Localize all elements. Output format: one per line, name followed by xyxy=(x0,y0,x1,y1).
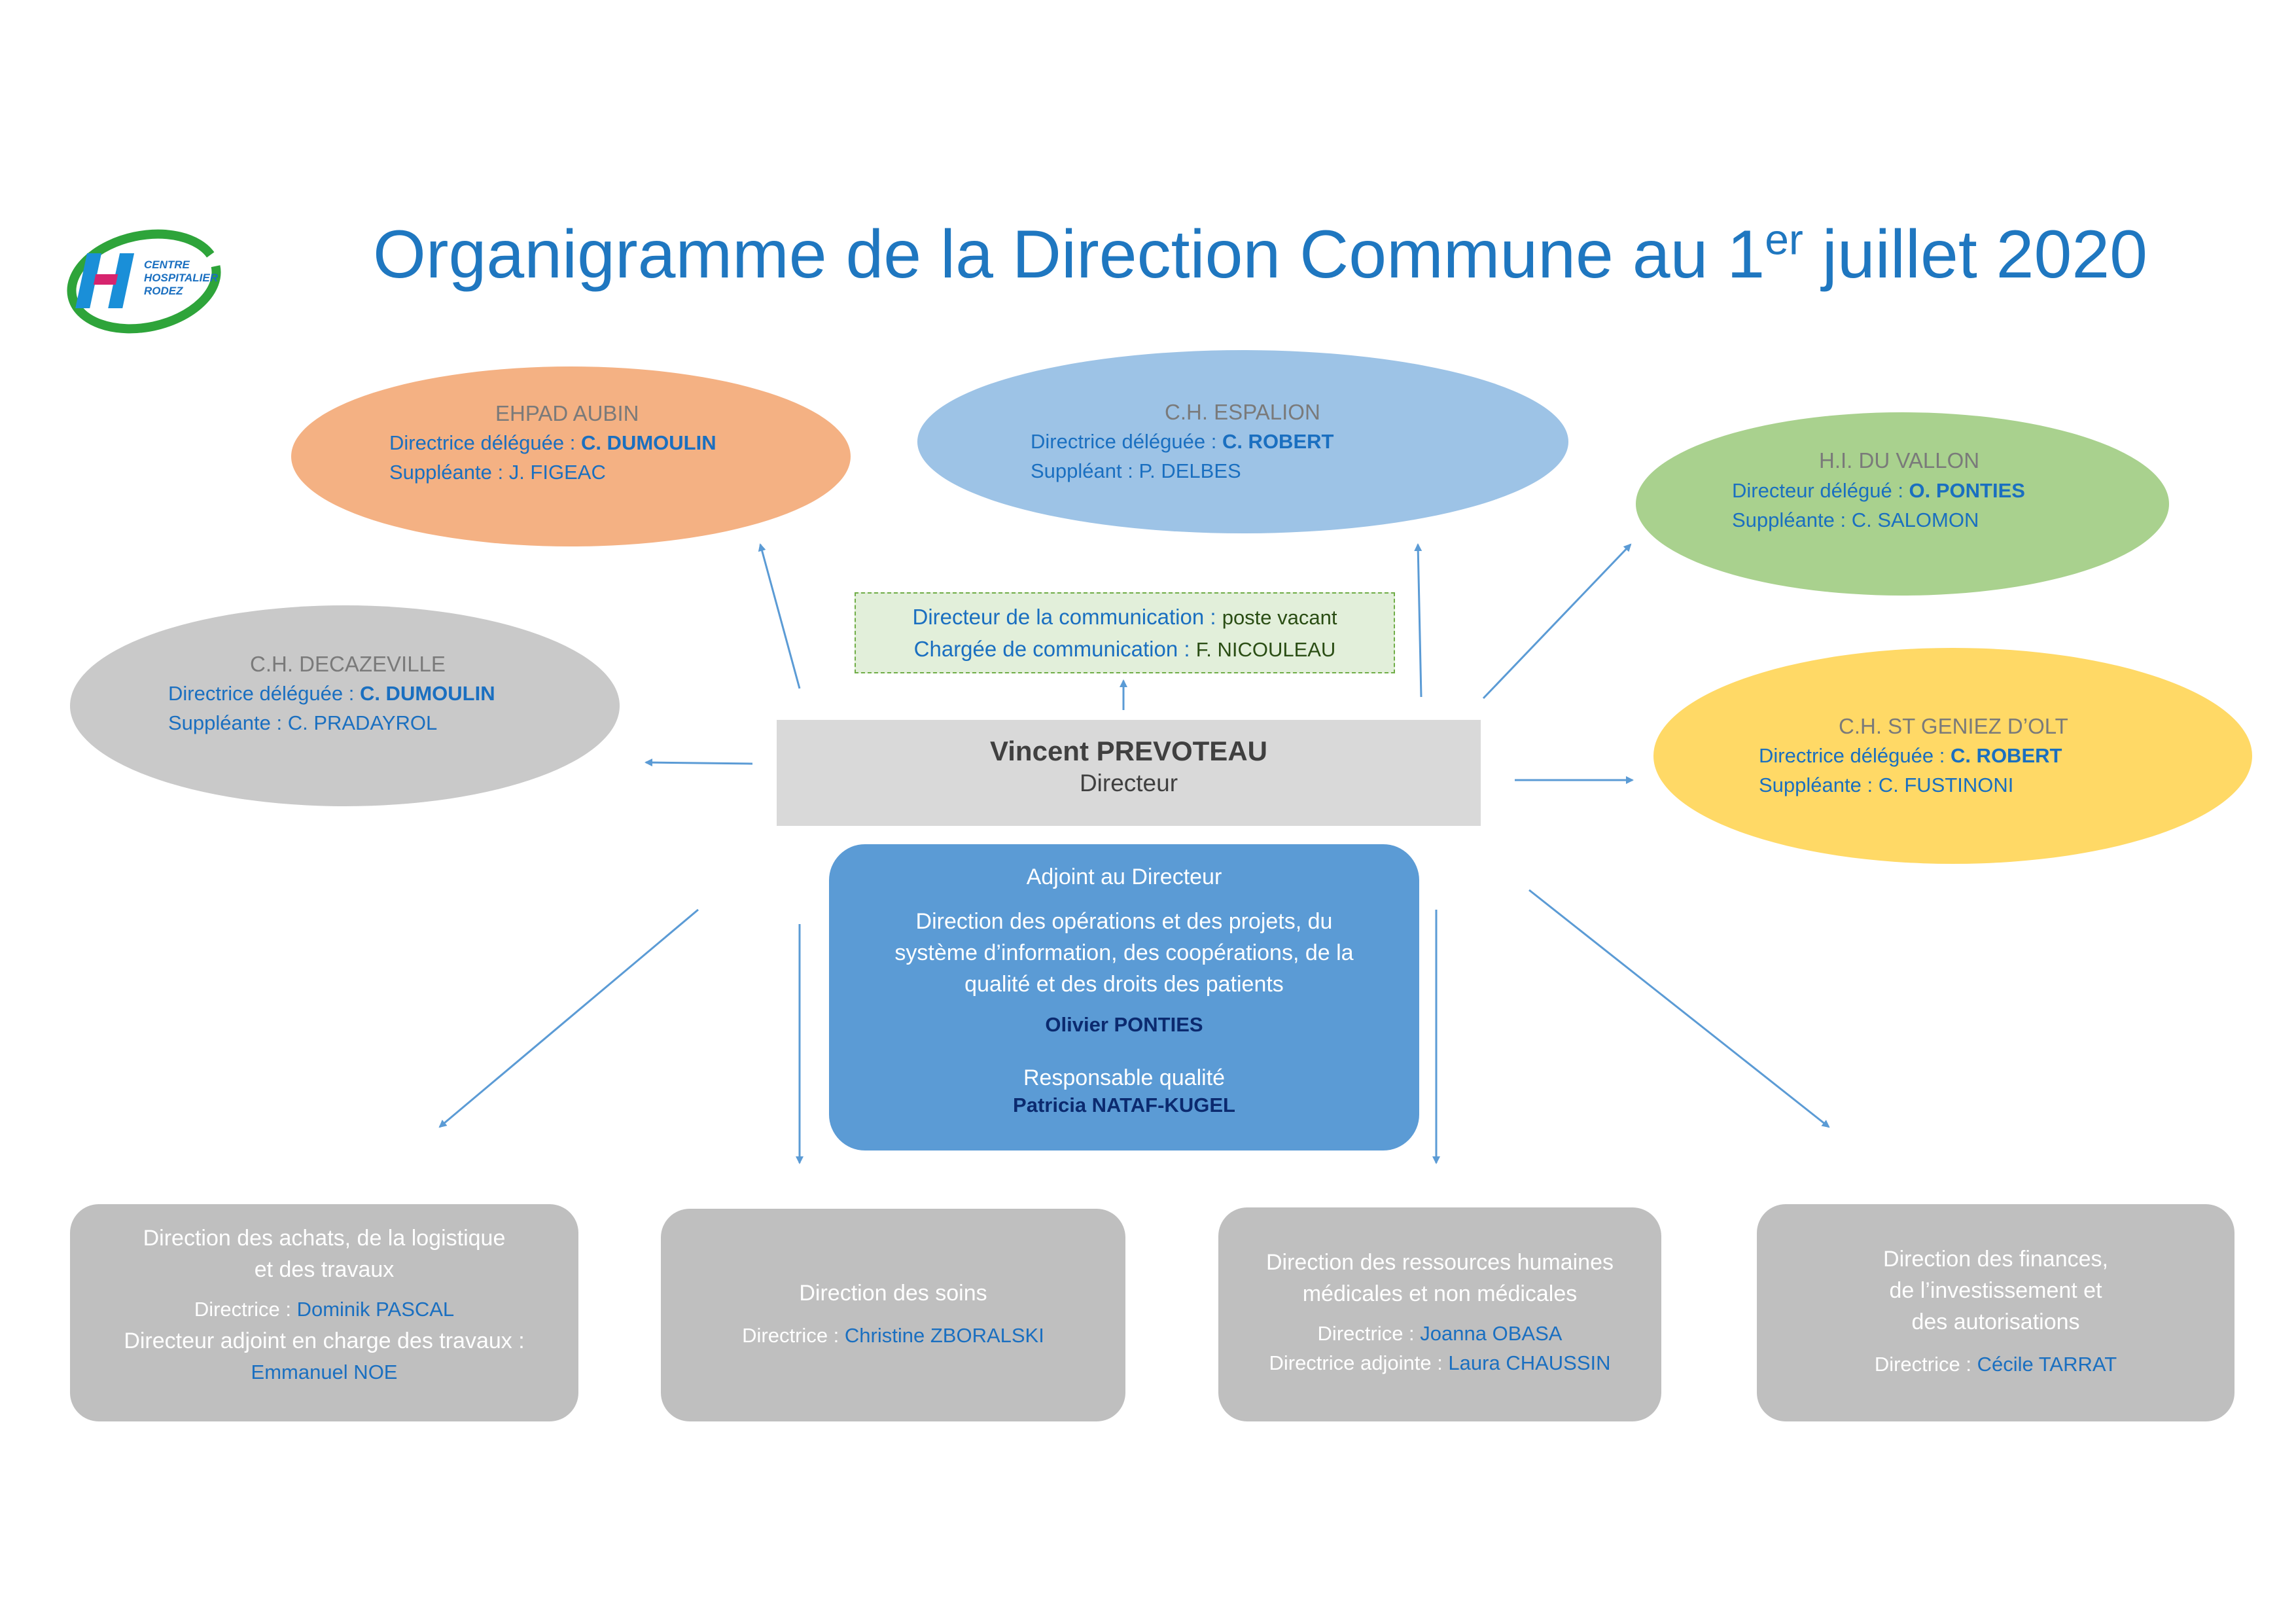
rh-title-line2: médicales et non médicales xyxy=(1302,1281,1578,1306)
ellipse-ch-decazeville xyxy=(70,605,620,806)
hi-du-vallon-deputy: Suppléante : C. SALOMON xyxy=(1732,508,1979,531)
hi-du-vallon-role1: Directeur délégué : xyxy=(1732,479,1909,502)
rh-deputy-label: Directrice adjointe : xyxy=(1269,1351,1449,1374)
rh-title-line1: Direction des ressources humaines xyxy=(1265,1250,1614,1275)
arrow-to-achats xyxy=(438,908,699,1128)
adjoint-name: Olivier PONTIES xyxy=(1045,1013,1203,1036)
arrow-to-decazeville xyxy=(645,758,753,767)
achats-title-line1: Direction des achats, de la logistique xyxy=(143,1226,506,1251)
soins-director: Directrice : Christine ZBORALSKI xyxy=(661,1319,1125,1351)
arrow-to-vallon xyxy=(1482,543,1632,700)
ch-decazeville-director: Directrice déléguée : C. DUMOULIN xyxy=(168,679,495,708)
communication-box: Directeur de la communication : poste va… xyxy=(855,592,1395,673)
logo-line3: RODEZ xyxy=(144,285,183,297)
direction-finances-box: Direction des finances, de l’investissem… xyxy=(1757,1204,2234,1421)
rh-deputy: Directrice adjointe : Laura CHAUSSIN xyxy=(1218,1348,1661,1378)
ellipse-hi-du-vallon xyxy=(1636,412,2169,596)
achats-director: Directrice : Dominik PASCAL xyxy=(70,1293,578,1325)
rh-director-value: Joanna OBASA xyxy=(1420,1322,1563,1345)
director-role: Directeur xyxy=(1079,770,1178,796)
communication-officer-value: F. NICOULEAU xyxy=(1195,638,1336,661)
ch-espalion-name: C.H. ESPALION xyxy=(1165,400,1320,424)
logo-line1: CENTRE xyxy=(144,259,190,271)
finances-director-value: Cécile TARRAT xyxy=(1977,1353,2117,1376)
ellipse-ch-st-geniez xyxy=(1653,648,2252,864)
finances-director-label: Directrice : xyxy=(1874,1353,1977,1376)
rh-director: Directrice : Joanna OBASA xyxy=(1218,1319,1661,1348)
finances-director: Directrice : Cécile TARRAT xyxy=(1757,1348,2234,1380)
communication-director-value: poste vacant xyxy=(1222,606,1337,629)
ch-espalion-director: Directrice déléguée : C. ROBERT xyxy=(1031,427,1333,456)
director-box: Vincent PREVOTEAU Directeur xyxy=(777,720,1481,826)
hi-du-vallon-director: Directeur délégué : O. PONTIES xyxy=(1732,476,2025,505)
rh-director-label: Directrice : xyxy=(1317,1322,1421,1345)
ch-espalion-deputy: Suppléant : P. DELBES xyxy=(1031,459,1241,482)
adjoint-desc-line3: qualité et des droits des patients xyxy=(964,972,1284,997)
adjoint-desc-line2: système d’information, des coopérations,… xyxy=(894,940,1354,965)
ch-st-geniez-person1: C. ROBERT xyxy=(1950,744,2062,767)
communication-director-label: Directeur de la communication : xyxy=(912,605,1222,629)
ehpad-aubin-director: Directrice déléguée : C. DUMOULIN xyxy=(389,429,716,457)
finances-title: Direction des finances, de l’investissem… xyxy=(1757,1243,2234,1338)
adjoint-box: Adjoint au Directeur Direction des opéra… xyxy=(829,844,1419,1150)
soins-director-label: Directrice : xyxy=(742,1324,845,1347)
direction-soins-box: Direction des soins Directrice : Christi… xyxy=(661,1209,1125,1421)
ellipse-ch-espalion xyxy=(917,350,1568,533)
adjoint-desc-line1: Direction des opérations et des projets,… xyxy=(915,909,1333,934)
communication-officer-label: Chargée de communication : xyxy=(913,637,1196,661)
achats-deputy-value: Emmanuel NOE xyxy=(251,1361,398,1383)
ch-decazeville-person1: C. DUMOULIN xyxy=(359,682,495,705)
ch-st-geniez-director: Directrice déléguée : C. ROBERT xyxy=(1759,741,2062,770)
rh-deputy-value: Laura CHAUSSIN xyxy=(1448,1351,1611,1374)
ch-st-geniez-name: C.H. ST GENIEZ D’OLT xyxy=(1839,714,2068,738)
logo-line2: HOSPITALIER xyxy=(144,272,219,284)
achats-deputy-label: Directeur adjoint en charge des travaux … xyxy=(124,1329,525,1353)
achats-title: Direction des achats, de la logistique e… xyxy=(70,1222,578,1285)
title-superscript: er xyxy=(1765,215,1803,264)
direction-achats-box: Direction des achats, de la logistique e… xyxy=(70,1204,578,1421)
ch-st-geniez-deputy: Suppléante : C. FUSTINONI xyxy=(1759,774,2014,796)
direction-rh-box: Direction des ressources humaines médica… xyxy=(1218,1207,1661,1421)
adjoint-description: Direction des opérations et des projets,… xyxy=(829,906,1419,1000)
ch-decazeville-name: C.H. DECAZEVILLE xyxy=(250,652,446,676)
achats-director-label: Directrice : xyxy=(194,1298,297,1321)
finances-title-line3: des autorisations xyxy=(1911,1310,2080,1334)
arrow-to-espalion xyxy=(1414,543,1422,698)
ellipse-ehpad-aubin xyxy=(291,366,851,546)
adjoint-title: Adjoint au Directeur xyxy=(1026,865,1222,889)
soins-title: Direction des soins xyxy=(799,1281,987,1306)
hi-du-vallon-person1: O. PONTIES xyxy=(1909,479,2025,502)
title-suffix: juillet 2020 xyxy=(1803,217,2148,293)
quality-name: Patricia NATAF-KUGEL xyxy=(1013,1094,1235,1116)
logo-graphic xyxy=(67,229,221,334)
ch-decazeville-deputy: Suppléante : C. PRADAYROL xyxy=(168,711,438,734)
communication-line2: Chargée de communication : F. NICOULEAU xyxy=(856,633,1394,666)
ch-espalion-role1: Directrice déléguée : xyxy=(1031,430,1222,453)
finances-title-line1: Direction des finances, xyxy=(1883,1247,2108,1272)
hi-du-vallon-name: H.I. DU VALLON xyxy=(1819,448,1980,473)
page-title: Organigramme de la Direction Commune au … xyxy=(373,215,2147,294)
finances-title-line2: de l’investissement et xyxy=(1889,1278,2102,1303)
hospital-logo: CENTRE HOSPITALIER RODEZ xyxy=(65,226,236,337)
director-name: Vincent PREVOTEAU xyxy=(990,736,1267,766)
ch-decazeville-role1: Directrice déléguée : xyxy=(168,682,360,705)
soins-director-value: Christine ZBORALSKI xyxy=(844,1324,1044,1347)
ehpad-aubin-role1: Directrice déléguée : xyxy=(389,431,581,454)
ch-st-geniez-role1: Directrice déléguée : xyxy=(1759,744,1951,767)
communication-line1: Directeur de la communication : poste va… xyxy=(856,601,1394,633)
arrow-to-ehpad xyxy=(758,543,801,689)
ch-espalion-person1: C. ROBERT xyxy=(1222,430,1334,453)
achats-director-value: Dominik PASCAL xyxy=(296,1298,455,1321)
arrow-to-finances xyxy=(1528,889,1830,1128)
title-prefix: Organigramme de la Direction Commune au … xyxy=(373,217,1765,293)
ehpad-aubin-deputy: Suppléante : J. FIGEAC xyxy=(389,461,606,484)
achats-title-line2: et des travaux xyxy=(254,1257,395,1282)
rh-title: Direction des ressources humaines médica… xyxy=(1218,1247,1661,1310)
quality-title: Responsable qualité xyxy=(1023,1065,1226,1090)
ehpad-aubin-person1: C. DUMOULIN xyxy=(580,431,716,454)
ehpad-aubin-name: EHPAD AUBIN xyxy=(495,401,639,425)
